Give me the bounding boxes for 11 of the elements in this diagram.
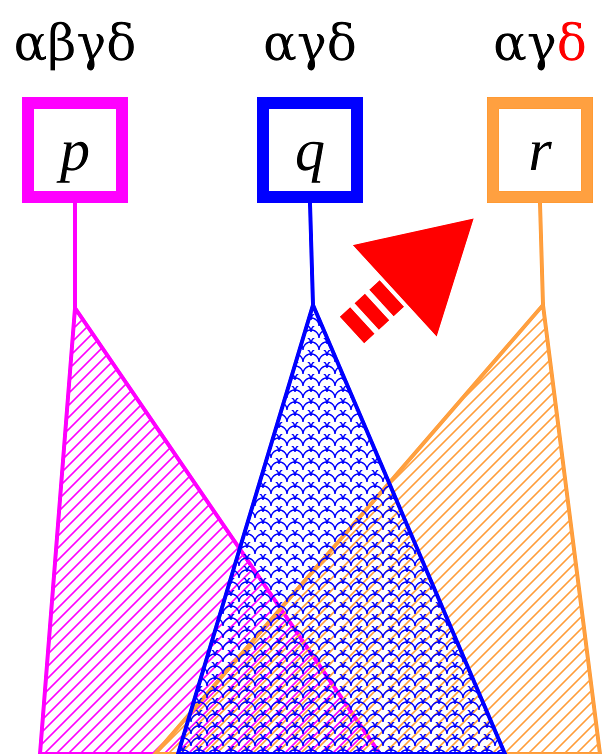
heading-label: αγδ [493,18,587,68]
variable-label: r [528,116,552,184]
connector-line [538,202,545,306]
letter-box [487,97,593,203]
letter-box [257,97,363,203]
heading-label: αγδ [263,18,357,68]
connector-line [73,203,77,308]
letter-box [22,97,128,203]
connector-line [308,202,315,306]
heading-label: αβγδ [14,18,136,68]
variable-label: q [295,116,325,184]
